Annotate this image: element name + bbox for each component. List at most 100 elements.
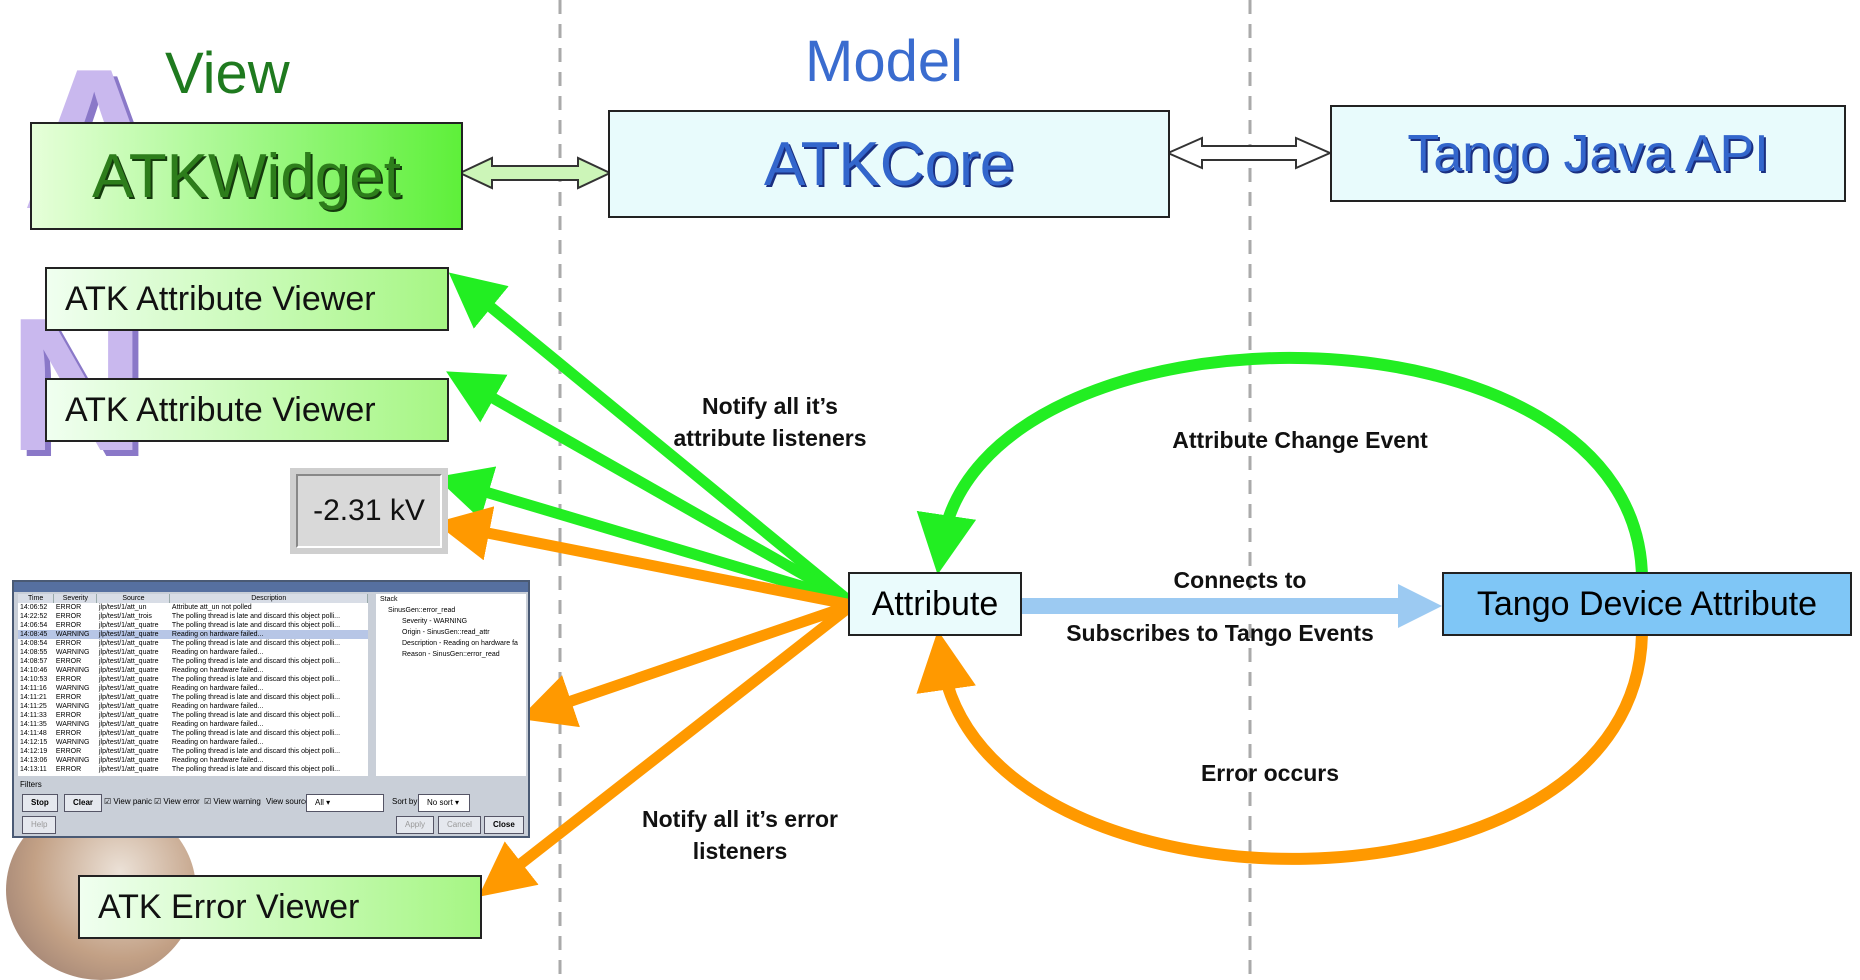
view-warning-label: View warning xyxy=(213,797,261,806)
attribute-label: Attribute xyxy=(871,584,999,623)
table-cell: ERROR xyxy=(55,748,82,755)
table-cell: Reading on hardware failed... xyxy=(171,757,264,764)
table-cell: The polling thread is late and discard t… xyxy=(171,622,341,629)
attribute-viewer-box-2: ATK Attribute Viewer xyxy=(45,378,449,442)
table-cell: WARNING xyxy=(55,649,90,656)
connects-to-label: Connects to xyxy=(1173,567,1307,593)
notify-attr-line-2: attribute listeners xyxy=(673,425,867,451)
table-cell: 14:12:19 xyxy=(20,748,48,755)
sort-by-select[interactable]: No sort ▾ xyxy=(418,794,470,812)
table-cell: Reading on hardware failed... xyxy=(171,721,264,728)
view-warning-checkbox[interactable]: ☑ View warning xyxy=(204,797,261,806)
table-cell: Reading on hardware failed... xyxy=(171,667,264,674)
table-cell: The polling thread is late and discard t… xyxy=(171,640,341,647)
view-source-value: All xyxy=(315,798,324,807)
table-cell: 14:10:53 xyxy=(20,676,48,683)
apply-button[interactable]: Apply xyxy=(396,816,435,834)
table-cell: Attribute att_un not polled xyxy=(171,604,252,611)
atk-core-box: ATKCore xyxy=(608,110,1170,218)
table-cell: 14:08:55 xyxy=(20,649,48,656)
table-cell: WARNING xyxy=(55,667,90,674)
table-cell: The polling thread is late and discard t… xyxy=(171,694,341,701)
atk-core-label: ATKCore xyxy=(763,129,1015,199)
table-cell: 14:11:33 xyxy=(20,712,47,719)
tree-item[interactable]: Description - Reading on hardware fa xyxy=(402,640,518,647)
table-cell: 14:13:06 xyxy=(20,757,48,764)
close-button[interactable]: Close xyxy=(484,816,524,834)
tango-device-attribute-box: Tango Device Attribute xyxy=(1442,572,1852,636)
column-header-description[interactable]: Description xyxy=(169,594,368,603)
view-error-checkbox[interactable]: ☑ View error xyxy=(154,797,200,806)
error-occurs-label: Error occurs xyxy=(1200,760,1340,786)
table-cell: Reading on hardware failed... xyxy=(169,630,368,639)
table-cell: WARNING xyxy=(53,630,97,639)
orange-error-arc xyxy=(916,629,1648,865)
tree-item[interactable]: Stack xyxy=(380,596,398,603)
green-event-arc xyxy=(916,351,1648,581)
table-cell: ERROR xyxy=(55,766,82,773)
tango-device-attribute-label: Tango Device Attribute xyxy=(1476,584,1818,623)
blue-connect-arrow xyxy=(1022,584,1442,628)
table-cell: The polling thread is late and discard t… xyxy=(171,712,341,719)
table-cell: jlp/test/1/att_quatre xyxy=(98,757,159,764)
table-cell: WARNING xyxy=(55,703,90,710)
stop-button[interactable]: Stop xyxy=(22,794,58,812)
column-header-source[interactable]: Source xyxy=(96,594,171,603)
help-button[interactable]: Help xyxy=(22,816,57,834)
table-cell: jlp/test/1/att_quatre xyxy=(98,703,159,710)
table-cell: jlp/test/1/att_quatre xyxy=(98,649,159,656)
table-cell: 14:08:57 xyxy=(20,658,48,665)
table-cell: jlp/test/1/att_quatre xyxy=(98,712,159,719)
column-header-severity[interactable]: Severity xyxy=(53,594,98,603)
attribute-change-event-label: Attribute Change Event xyxy=(1172,427,1428,453)
table-cell: jlp/test/1/att_quatre xyxy=(98,730,159,737)
tree-item[interactable]: Severity - WARNING xyxy=(402,618,468,625)
table-cell: 14:12:15 xyxy=(20,739,48,746)
view-source-select[interactable]: All ▾ xyxy=(306,794,384,812)
table-cell: jlp/test/1/att_quatre xyxy=(98,739,159,746)
tree-item[interactable]: Reason - SinusGen::error_read xyxy=(402,651,500,658)
table-cell: WARNING xyxy=(55,721,90,728)
table-cell: Reading on hardware failed... xyxy=(171,685,264,692)
table-cell: jlp/test/1/att_quatre xyxy=(98,622,159,629)
table-cell: jlp/test/1/att_quatre xyxy=(98,667,159,674)
column-header-time[interactable]: Time xyxy=(18,594,55,603)
tree-item[interactable]: Origin - SinusGen::read_attr xyxy=(402,629,490,636)
table-cell: ERROR xyxy=(55,604,82,611)
error-viewer-window: Time Severity Source Description 14:06:5… xyxy=(12,580,530,838)
double-arrow-core-tango xyxy=(1165,136,1333,170)
table-cell: 14:22:52 xyxy=(20,613,48,620)
table-cell: jlp/test/1/att_quatre xyxy=(98,694,159,701)
orange-arrow-to-error-viewer xyxy=(478,600,856,897)
cancel-button[interactable]: Cancel xyxy=(438,816,481,834)
green-arrow-to-viewer-2 xyxy=(446,371,851,605)
tree-item[interactable]: SinusGen::error_read xyxy=(388,607,456,614)
value-display: -2.31 kV xyxy=(290,468,448,554)
clear-button[interactable]: Clear xyxy=(64,794,103,812)
view-panic-checkbox[interactable]: ☑ View panic xyxy=(104,797,152,806)
table-cell: The polling thread is late and discard t… xyxy=(171,766,341,773)
table-cell: The polling thread is late and discard t… xyxy=(171,730,341,737)
table-cell: jlp/test/1/att_quatre xyxy=(98,766,159,773)
table-cell: ERROR xyxy=(55,694,82,701)
